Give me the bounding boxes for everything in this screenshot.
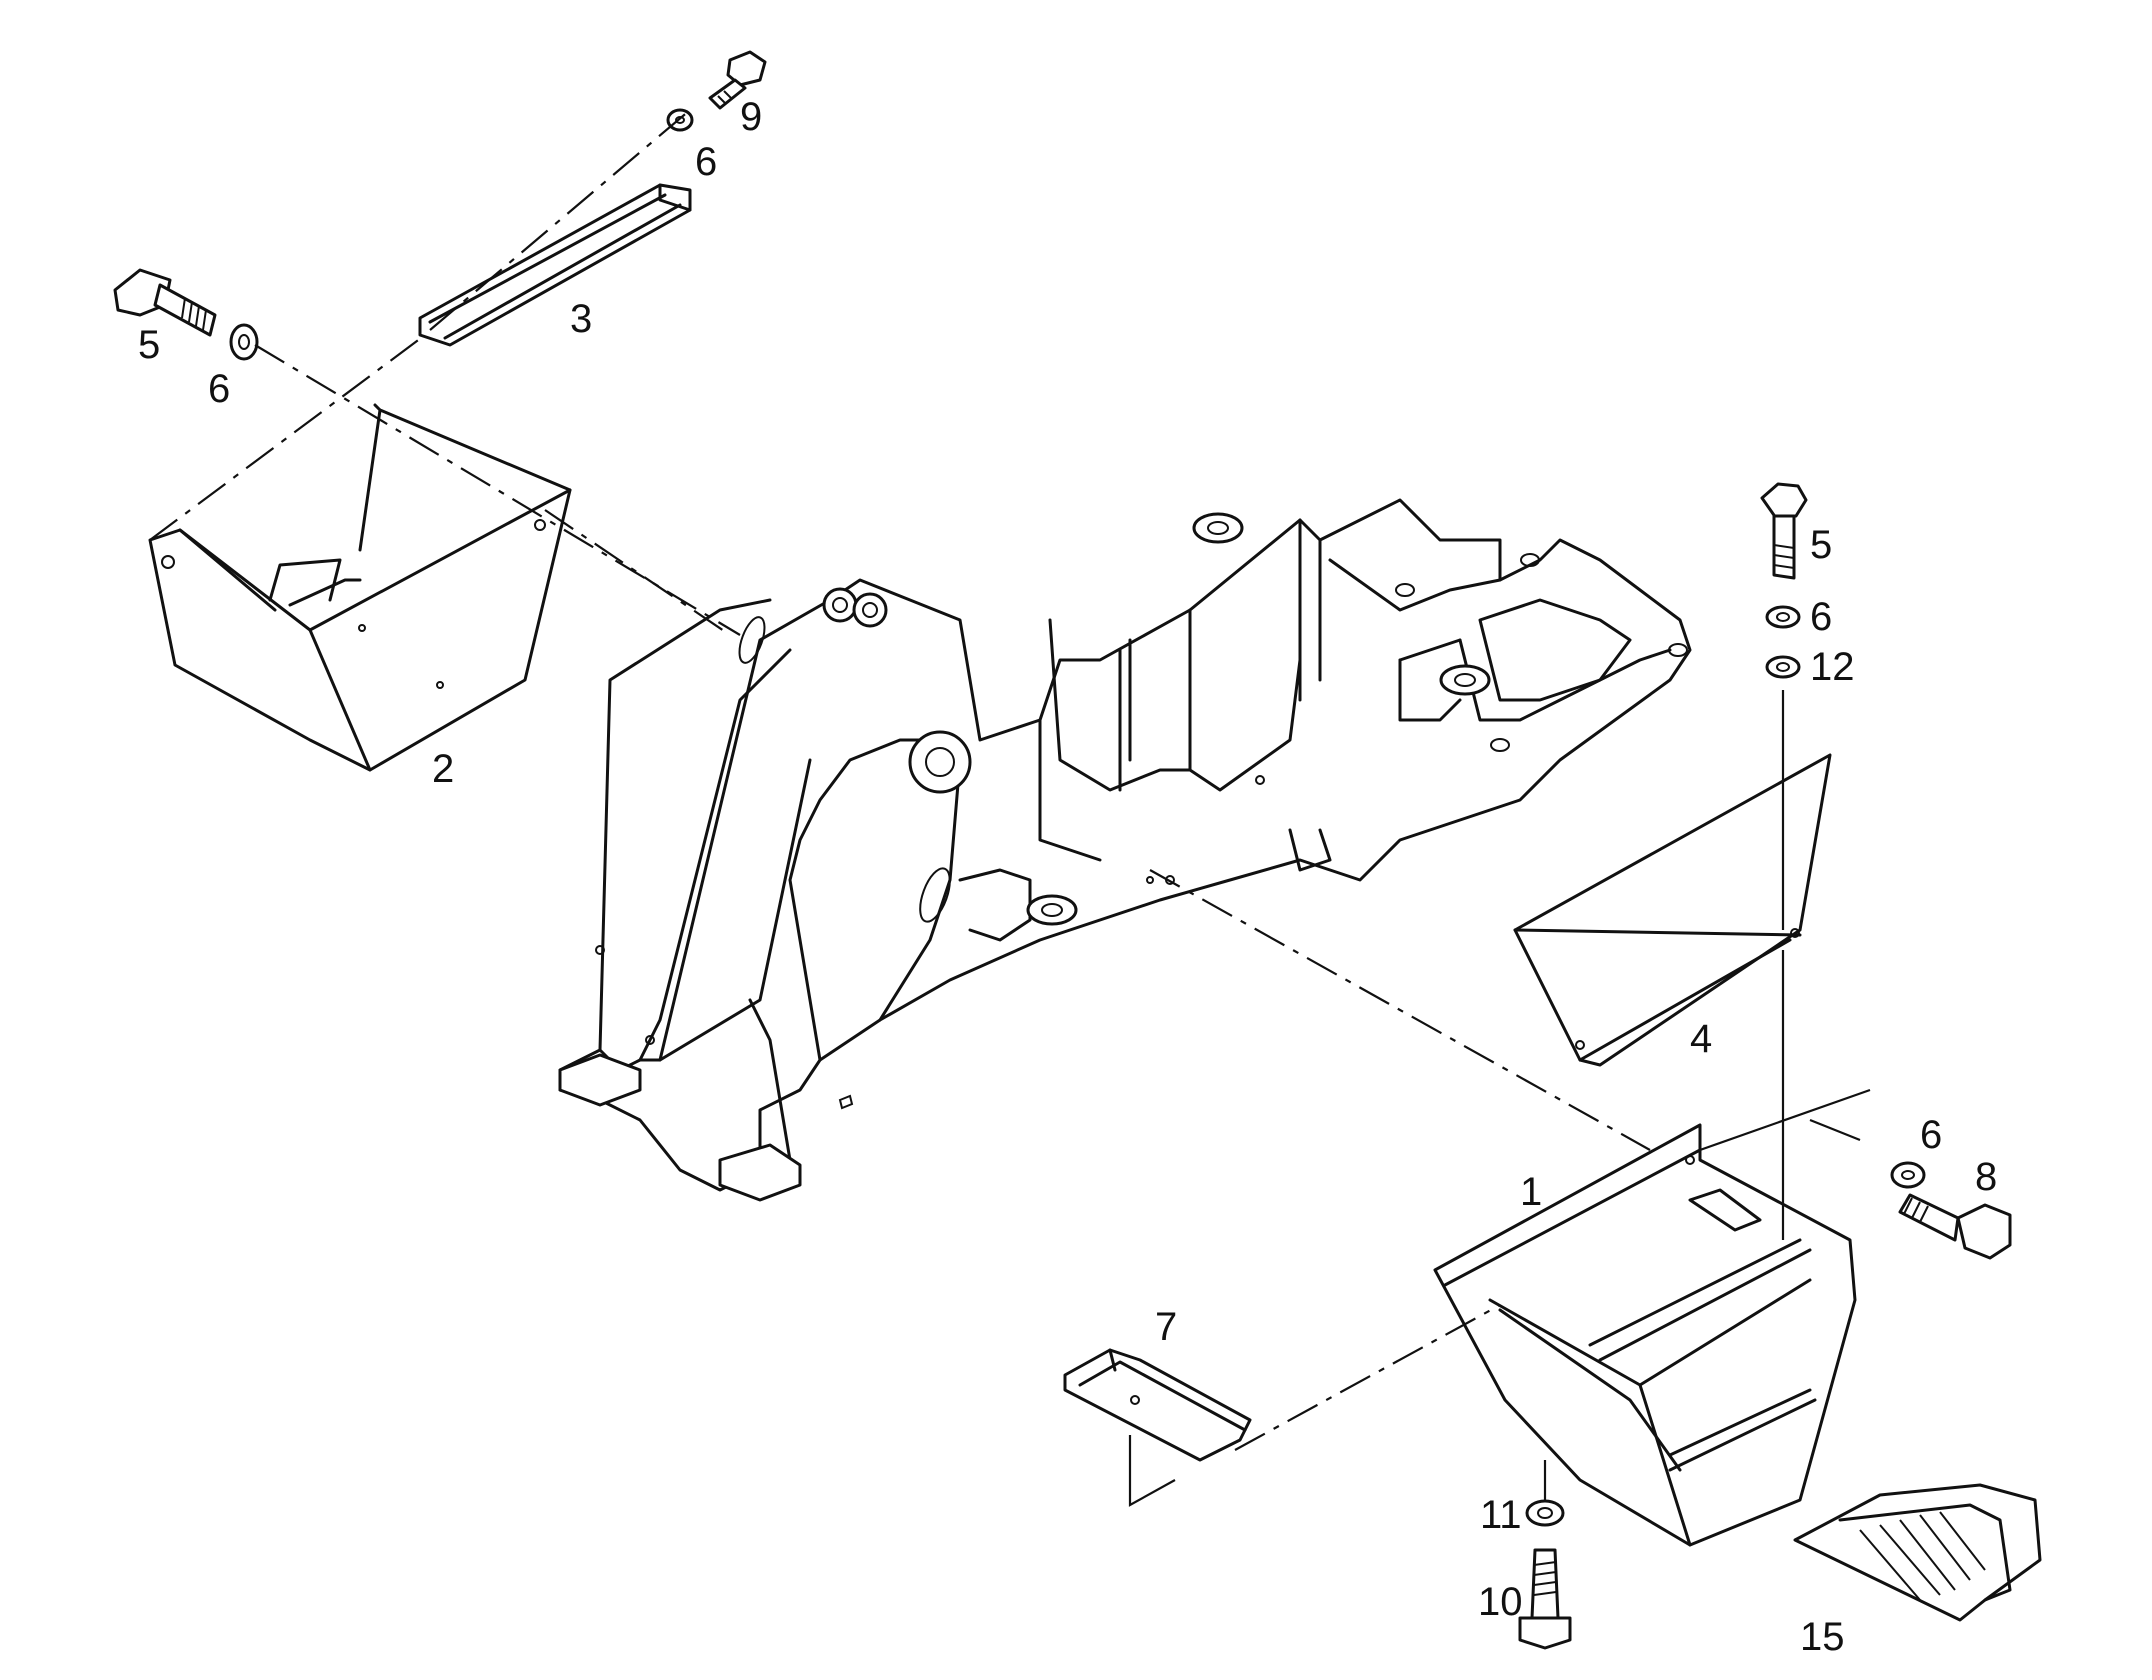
washer-bottom [1525, 1499, 1565, 1527]
callout-15: 15 [1800, 1615, 1845, 1659]
callout-5-left: 5 [138, 323, 160, 367]
cover-plate [1513, 753, 1832, 1067]
bolt-side [1898, 1193, 2012, 1260]
callout-4: 4 [1690, 1017, 1712, 1061]
washer-left [229, 323, 259, 361]
washer-side [1890, 1161, 1926, 1189]
bolt-left [113, 268, 217, 337]
step-box-left [148, 403, 572, 772]
main-frame [558, 498, 1692, 1202]
callout-11: 11 [1480, 1493, 1522, 1537]
bolt-right [1760, 482, 1808, 580]
bolt-top [708, 50, 767, 110]
callout-9: 9 [740, 95, 762, 139]
callout-8: 8 [1975, 1155, 1997, 1199]
callout-1: 1 [1520, 1170, 1542, 1214]
callout-12: 12 [1810, 645, 1855, 689]
callout-6-left: 6 [208, 367, 230, 411]
callout-2: 2 [432, 747, 454, 791]
bolt-bottom [1518, 1548, 1572, 1650]
spacer-right [1765, 655, 1801, 679]
wheel-chock [1793, 1483, 2042, 1622]
assembly-lines [149, 109, 1871, 1507]
callout-6-side: 6 [1920, 1113, 1942, 1157]
step-box-right [1433, 1123, 1857, 1547]
callouts: 1 2 3 4 5 5 6 6 6 6 7 8 9 10 11 12 15 [138, 95, 1997, 1659]
callout-7: 7 [1155, 1305, 1177, 1349]
callout-10: 10 [1478, 1580, 1523, 1624]
callout-6-top: 6 [695, 140, 717, 184]
callout-3: 3 [570, 297, 592, 341]
step-ladder-top [418, 183, 692, 347]
callout-5-right: 5 [1810, 523, 1832, 567]
washer-right [1765, 605, 1801, 629]
washer-top [666, 108, 694, 132]
callout-6-right: 6 [1810, 595, 1832, 639]
angle-bracket [1063, 1348, 1252, 1462]
